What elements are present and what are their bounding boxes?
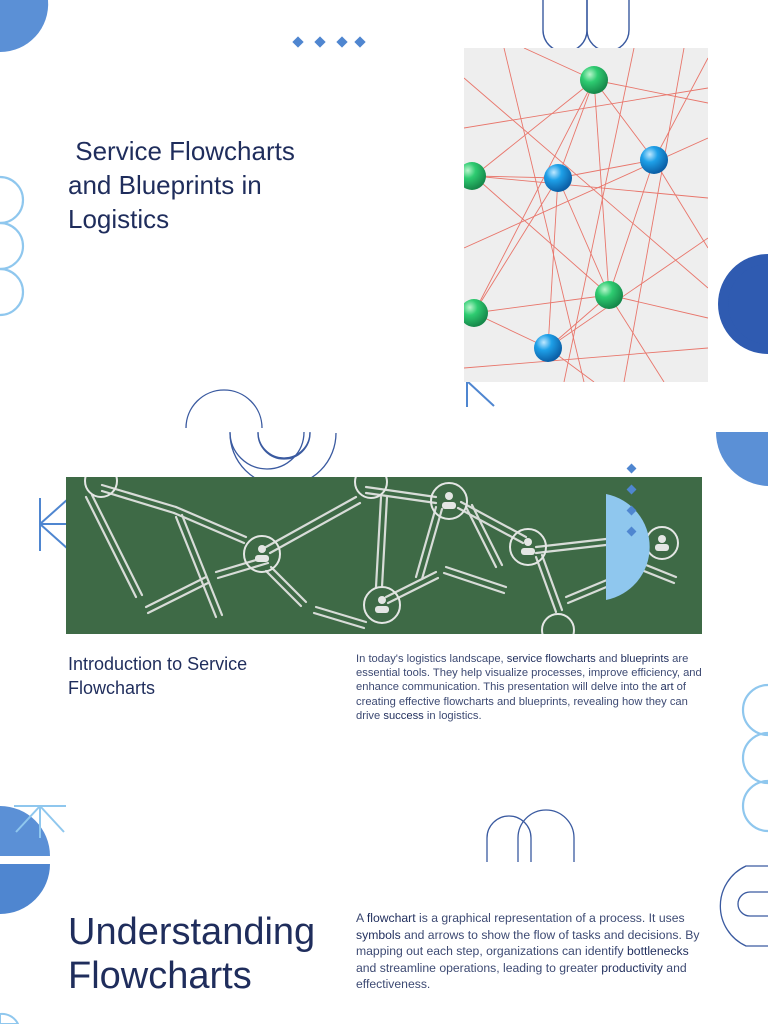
paragraph-text: In today's logistics landscape, — [356, 653, 507, 665]
keyword-text: flowchart — [366, 911, 416, 925]
arc-pair-shape — [185, 389, 311, 470]
intro-paragraph: In today's logistics landscape, service … — [356, 652, 706, 723]
left-half-circle-bottom-2 — [0, 864, 50, 914]
paperclip-network-photo — [66, 477, 702, 634]
keyword-text: blueprints — [620, 653, 670, 665]
bottom-left-circle — [0, 1012, 20, 1024]
flowcharts-heading: Understanding Flowcharts — [68, 911, 316, 997]
left-half-circle-bottom — [0, 806, 50, 856]
diamond-row-top — [292, 36, 366, 48]
pin-heads — [464, 66, 668, 362]
m-arch-shape — [486, 809, 575, 862]
paragraph-text: and arrows to show the flow of tasks and… — [356, 927, 700, 959]
keyword-text: art — [660, 681, 674, 694]
paragraph-text: in logistics. — [423, 709, 482, 722]
right-quarter-circle — [716, 432, 768, 486]
paragraph-text: is a graphical representation of a proce… — [415, 911, 685, 925]
person-badges — [84, 477, 679, 634]
paragraph-text: and streamline operations, leading to gr… — [356, 960, 602, 975]
paragraph-text: and effectiveness. — [356, 960, 687, 992]
flowcharts-paragraph: A flowchart is a graphical representatio… — [356, 910, 706, 993]
paragraph-text: are essential tools. They help visualize… — [356, 653, 702, 694]
paragraph-text: A — [356, 911, 367, 925]
keyword-text: service flowcharts — [506, 653, 596, 665]
corner-circle-shape — [0, 0, 49, 53]
right-circle-chain — [741, 683, 768, 833]
keyword-text: productivity — [601, 960, 663, 975]
keyword-text: symbols — [356, 927, 401, 942]
top-arches-shape — [542, 0, 630, 53]
banner-overlay-shapes — [606, 463, 650, 600]
keyword-text: bottlenecks — [627, 944, 689, 959]
left-circle-chain — [0, 175, 25, 317]
intro-heading: Introduction to Service Flowcharts — [68, 654, 248, 698]
page-title: Service Flowcharts and Blueprints in Log… — [68, 136, 295, 234]
bottom-right-arcs — [719, 865, 768, 947]
right-circle-shape — [728, 264, 768, 344]
arrow-fan-icon-bottom — [14, 805, 66, 838]
keyword-text: success — [383, 709, 424, 722]
network-pins-photo — [464, 48, 708, 382]
paragraph-text: and — [595, 653, 621, 665]
paragraph-text: of creating effective flowcharts and blu… — [356, 681, 688, 722]
arc-shape-small — [257, 432, 311, 460]
